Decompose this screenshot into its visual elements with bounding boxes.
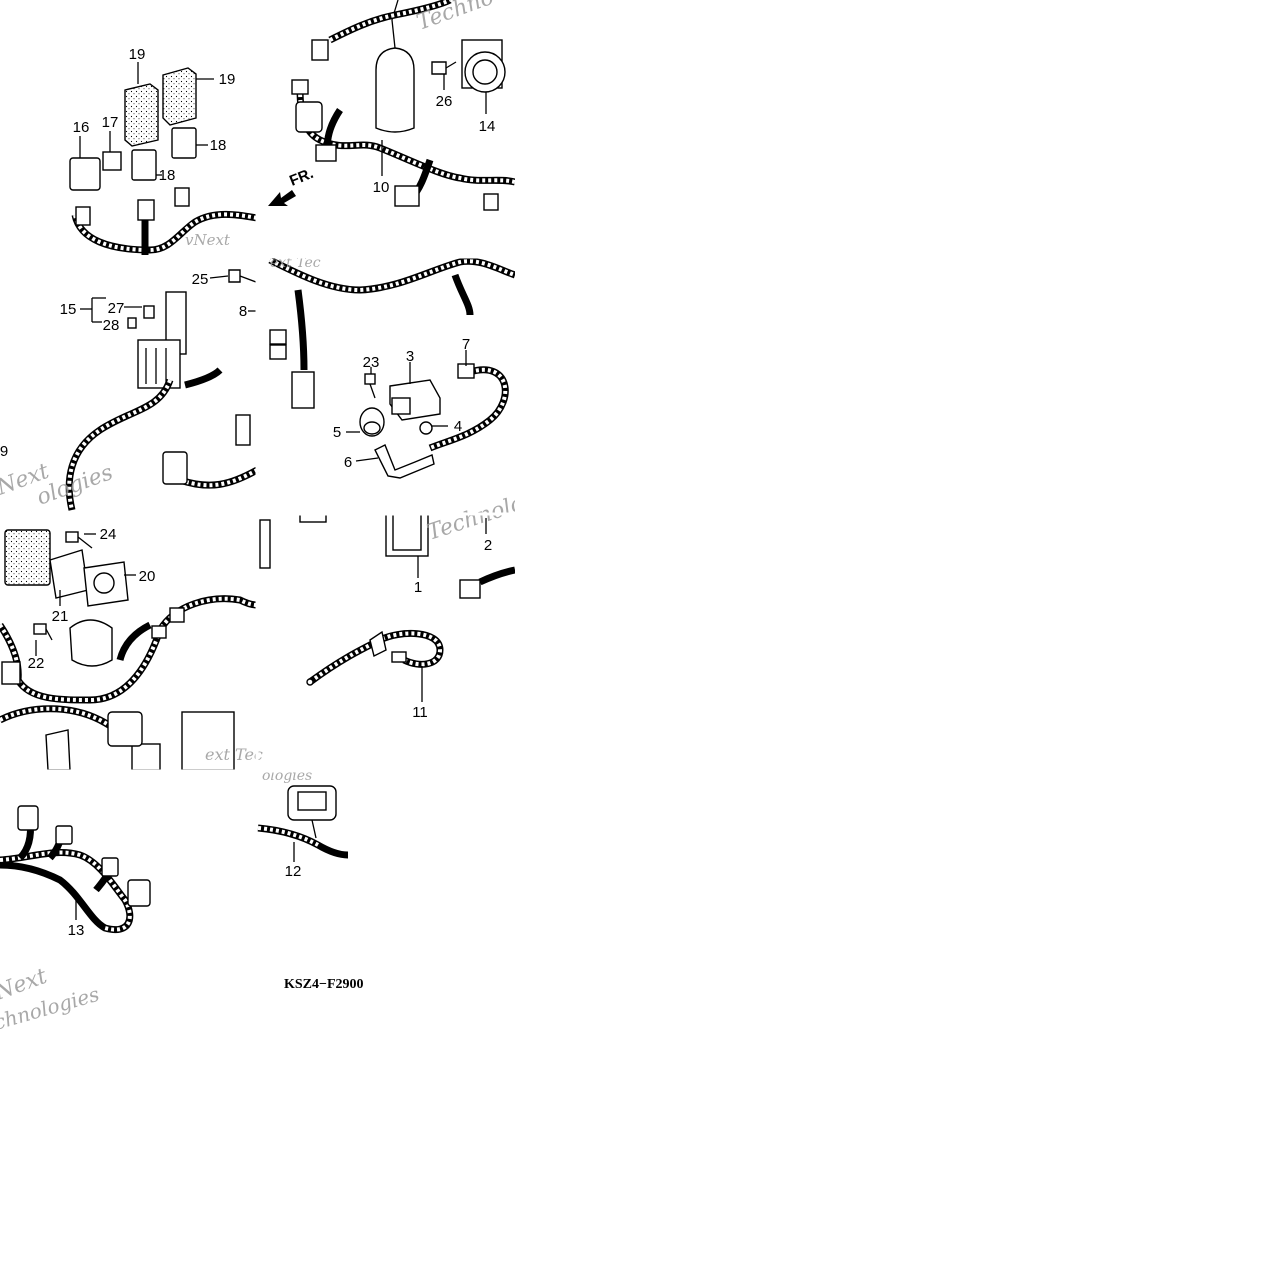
callout-27: 27 xyxy=(108,300,125,317)
direction-label: FR. xyxy=(287,165,316,190)
tile-relays: vNext xyxy=(69,62,258,255)
callout-14: 14 xyxy=(479,118,496,135)
callout-15: 15 xyxy=(60,301,77,318)
callout-10: 10 xyxy=(373,179,390,196)
callout-17: 17 xyxy=(102,114,119,131)
relay-16 xyxy=(69,157,101,191)
unit xyxy=(69,619,113,667)
canister xyxy=(375,47,415,133)
spark-plug-cap-6 xyxy=(374,444,435,479)
relay-17 xyxy=(102,151,122,171)
tile-ignition: ext Tec xyxy=(268,255,517,479)
callout-25: 25 xyxy=(192,271,209,288)
callout-16: 16 xyxy=(73,119,90,136)
relay-19-right xyxy=(162,67,197,126)
callout-5: 5 xyxy=(333,424,341,441)
callout-11: 11 xyxy=(412,704,428,721)
callout-23: 23 xyxy=(363,354,380,371)
callout-28: 28 xyxy=(103,317,120,334)
callout-1: 1 xyxy=(414,579,422,596)
diagram-code: KSZ4−F2900 xyxy=(284,977,364,992)
fuse-box-15 xyxy=(137,339,181,389)
tile-fusebox: Next ologies xyxy=(0,269,259,511)
tile-seams xyxy=(0,0,515,773)
tile-main-harness: FR. Techno xyxy=(268,0,516,211)
callout-7: 7 xyxy=(462,336,470,353)
callout-19a: 19 xyxy=(129,46,146,63)
gasket-21 xyxy=(49,549,89,599)
callout-labels: 1 2 3 4 5 6 7 8 9 10 11 12 13 14 15 16 1… xyxy=(0,46,495,939)
callout-4: 4 xyxy=(454,418,462,435)
tile-sub-harness: Next chnologies xyxy=(0,805,151,1035)
cdi-unit xyxy=(181,711,235,771)
watermark: ext Tec xyxy=(270,255,321,271)
front-arrow-icon xyxy=(268,190,296,206)
tile-switch: ologies xyxy=(257,768,349,862)
callout-3: 3 xyxy=(406,348,414,365)
callout-24: 24 xyxy=(100,526,117,543)
callout-8: 8 xyxy=(239,303,247,320)
connector xyxy=(291,371,315,409)
regulator xyxy=(4,529,51,586)
callout-21: 21 xyxy=(52,608,69,625)
callout-19b: 19 xyxy=(219,71,236,88)
callout-18b: 18 xyxy=(159,167,176,184)
watermark: vNext xyxy=(185,231,231,249)
tile-regulator: ext Tec xyxy=(0,529,263,771)
relay-18-right xyxy=(171,127,197,159)
callout-26: 26 xyxy=(436,93,453,110)
relay-18-left xyxy=(131,149,157,181)
callout-9: 9 xyxy=(0,443,8,460)
callout-2: 2 xyxy=(484,537,492,554)
callout-20: 20 xyxy=(139,568,156,585)
watermark: ext Tec xyxy=(205,745,263,764)
callout-6: 6 xyxy=(344,454,352,471)
callout-22: 22 xyxy=(28,655,45,672)
callout-12: 12 xyxy=(285,863,302,880)
callout-13: 13 xyxy=(68,922,85,939)
relay-19-left xyxy=(124,83,159,147)
callout-18a: 18 xyxy=(210,137,227,154)
